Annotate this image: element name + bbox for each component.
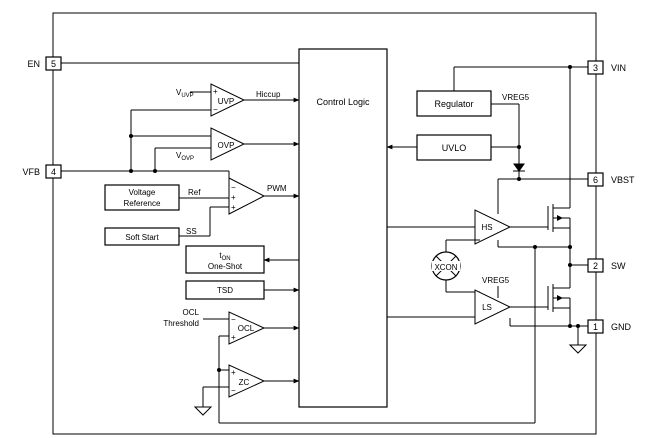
ovp-label: OVP (218, 141, 235, 150)
ss-label: SS (186, 227, 197, 236)
zc-comparator: ZC + − (228, 364, 300, 398)
hs-label: HS (481, 223, 492, 232)
zc-ground-icon (193, 386, 229, 416)
uvp-plus: + (213, 87, 218, 96)
ref-label: Ref (188, 188, 201, 197)
ocl-threshold-line2: Threshold (163, 319, 199, 328)
ton-one-shot-block: tON One-Shot (185, 245, 299, 274)
ocl-comparator: OCL − + (203, 311, 300, 345)
pin-vin-number: 3 (593, 63, 598, 73)
pin-sw: 2 SW (587, 258, 626, 273)
pin-gnd-number: 1 (593, 322, 598, 332)
pin-vbst-label: VBST (611, 175, 635, 185)
ocl-plus: + (231, 333, 236, 342)
uvp-comparator: UVP + − (190, 83, 300, 117)
pin-sw-number: 2 (593, 261, 598, 271)
ton-label: tON (219, 251, 230, 262)
ls-mosfet-icon (547, 284, 571, 326)
bootstrap-diode-icon (497, 163, 588, 214)
regulator-label: Regulator (434, 99, 473, 109)
ocl-threshold-line1: OCL (183, 308, 200, 317)
one-shot-label: One-Shot (208, 262, 243, 271)
vin-wire (568, 65, 572, 206)
vreg5-top-label: VREG5 (502, 93, 530, 102)
voltage-reference-line1: Voltage (129, 188, 156, 197)
hs-mosfet-icon (547, 204, 571, 247)
pin-gnd-label: GND (611, 322, 632, 332)
regulator-block: Regulator (416, 66, 588, 164)
control-logic-label: Control Logic (316, 97, 370, 107)
tsd-block: TSD (185, 280, 300, 300)
pin-vfb-number: 4 (51, 167, 56, 177)
vuvp-label: VUVP (176, 88, 194, 99)
xcon-block: XCON (431, 239, 480, 293)
zc-label: ZC (239, 378, 250, 387)
vreg5-ls-label: VREG5 (482, 276, 510, 285)
uvlo-label: UVLO (442, 143, 467, 153)
voltage-reference-line2: Reference (124, 199, 161, 208)
uvp-minus: − (213, 105, 218, 114)
ls-label: LS (482, 303, 492, 312)
sw-sense-wire (217, 245, 537, 424)
pin-vfb: 4 VFB (22, 164, 62, 179)
pin-vin-label: VIN (611, 63, 626, 73)
vovp-label: VOVP (176, 151, 194, 162)
zc-plus: + (231, 368, 236, 377)
voltage-reference-block: Voltage Reference (104, 184, 229, 211)
pwm-plus-2: + (231, 203, 236, 212)
pin-sw-label: SW (611, 261, 626, 271)
pin-vin: 3 VIN (587, 60, 626, 75)
pwm-plus-1: + (231, 193, 236, 202)
pwm-comparator: − + + (228, 177, 300, 215)
pin-en-number: 5 (51, 59, 56, 69)
ls-driver: LS (387, 286, 548, 325)
pin-vbst: 6 VBST (587, 172, 635, 187)
soft-start-label: Soft Start (125, 233, 159, 242)
hs-driver: HS (387, 209, 548, 245)
ocl-comp-label: OCL (238, 324, 255, 333)
uvp-label: UVP (218, 97, 234, 106)
pin-en: 5 EN (27, 56, 62, 71)
xcon-label: XCON (434, 263, 457, 272)
gnd-wire (509, 318, 588, 345)
pin-vfb-label: VFB (22, 167, 40, 177)
pin-en-label: EN (27, 59, 40, 69)
zc-minus: − (231, 386, 236, 395)
sw-node (497, 240, 588, 288)
tsd-label: TSD (217, 286, 233, 295)
pin-vbst-number: 6 (593, 175, 598, 185)
uvlo-block: UVLO (386, 134, 521, 161)
pwm-minus: − (231, 183, 236, 192)
gnd-ground-icon (568, 344, 588, 354)
soft-start-block: Soft Start (104, 206, 229, 246)
ic-boundary (52, 12, 597, 435)
pwm-label: PWM (267, 184, 287, 193)
control-logic-block: Control Logic (298, 48, 388, 408)
hiccup-label: Hiccup (256, 90, 281, 99)
ocl-minus: − (231, 315, 236, 324)
pin-gnd: 1 GND (587, 319, 632, 334)
ovp-comparator: OVP (210, 127, 300, 161)
vfb-bus (61, 109, 230, 183)
